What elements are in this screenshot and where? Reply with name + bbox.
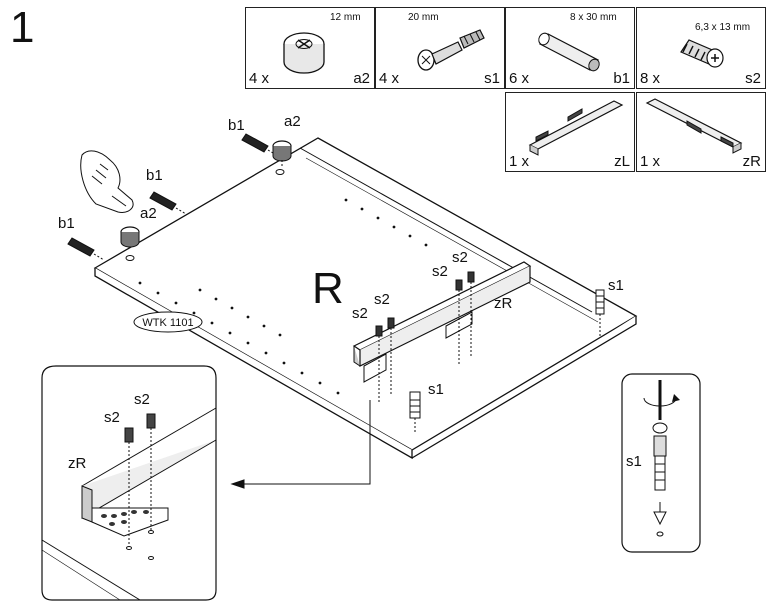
panel-tag-outline [133,311,203,333]
label-zR: zR [494,295,513,312]
panel-tag: WTK 1101 [142,317,193,329]
part-code: a2 [353,70,370,87]
cam-a2-mid [120,226,140,261]
label-b1-top: b1 [228,117,245,134]
part-size: 12 mm [330,12,361,23]
part-code: zR [742,153,761,170]
part-qty: 1 x [509,153,530,170]
part-qty: 1 x [640,153,661,170]
part-qty: 4 x [379,70,400,87]
part-qty: 6 x [509,70,530,87]
part-qty: 4 x [249,70,270,87]
label-b1-left: b1 [58,215,75,232]
detail-label-zR: zR [68,455,87,472]
cam-bolt-icon [417,29,485,71]
part-cell-s1: 20 mm 4 x s1 [375,7,505,89]
detail-label-s2-a: s2 [134,391,150,408]
dowel-b1-mid [149,191,187,215]
part-size: 8 x 30 mm [570,12,617,23]
cam-bolt-s1-mid [409,391,421,432]
dowel-b1-left [67,237,105,261]
part-cell-zR: 1 x zR [636,92,766,172]
label-a2-top: a2 [284,113,301,130]
part-code: zL [614,153,630,170]
part-cell-zL: 1 x zL [505,92,635,172]
hand-icon [80,150,134,213]
label-s2-3: s2 [374,291,390,308]
cam-lock-icon [283,32,325,74]
screw-insert-icon [680,39,724,68]
label-s2-4: s2 [352,305,368,322]
part-size: 6,3 x 13 mm [695,22,751,33]
part-code: b1 [613,70,630,87]
cam-bolt-s1-right [595,289,605,336]
part-code: s1 [484,70,500,87]
part-cell-s2: 6,3 x 13 mm 8 x s2 [636,7,766,89]
label-s2-1: s2 [452,249,468,266]
label-s1-right: s1 [608,277,624,294]
hole-row-middle [198,288,282,337]
s1-inset [621,373,701,553]
inset-label-s1: s1 [626,453,642,470]
label-b1-mid: b1 [146,167,163,184]
wood-dowel-icon [538,32,600,72]
part-size: 20 mm [408,12,439,23]
label-s1-mid: s1 [428,381,444,398]
detail-label-s2-b: s2 [104,409,120,426]
part-qty: 8 x [640,70,661,87]
drawer-runner-left-icon [528,100,624,156]
drawer-runner-zR [352,261,532,383]
detail-inset [41,365,217,601]
label-s2-2: s2 [432,263,448,280]
part-cell-a2: 12 mm 4 x a2 [245,7,375,89]
drawer-runner-right-icon [645,98,743,154]
part-code: s2 [745,70,761,87]
panel-side-letter: R [312,264,344,313]
hole-row-back [344,198,428,247]
label-a2-mid: a2 [140,205,157,222]
cam-a2-top [272,140,292,175]
part-cell-b1: 8 x 30 mm 6 x b1 [505,7,635,89]
detail-callout-arrow [230,400,371,489]
hole-row-front [138,281,340,395]
screw-guides [378,282,472,402]
step-number: 1 [10,3,35,52]
